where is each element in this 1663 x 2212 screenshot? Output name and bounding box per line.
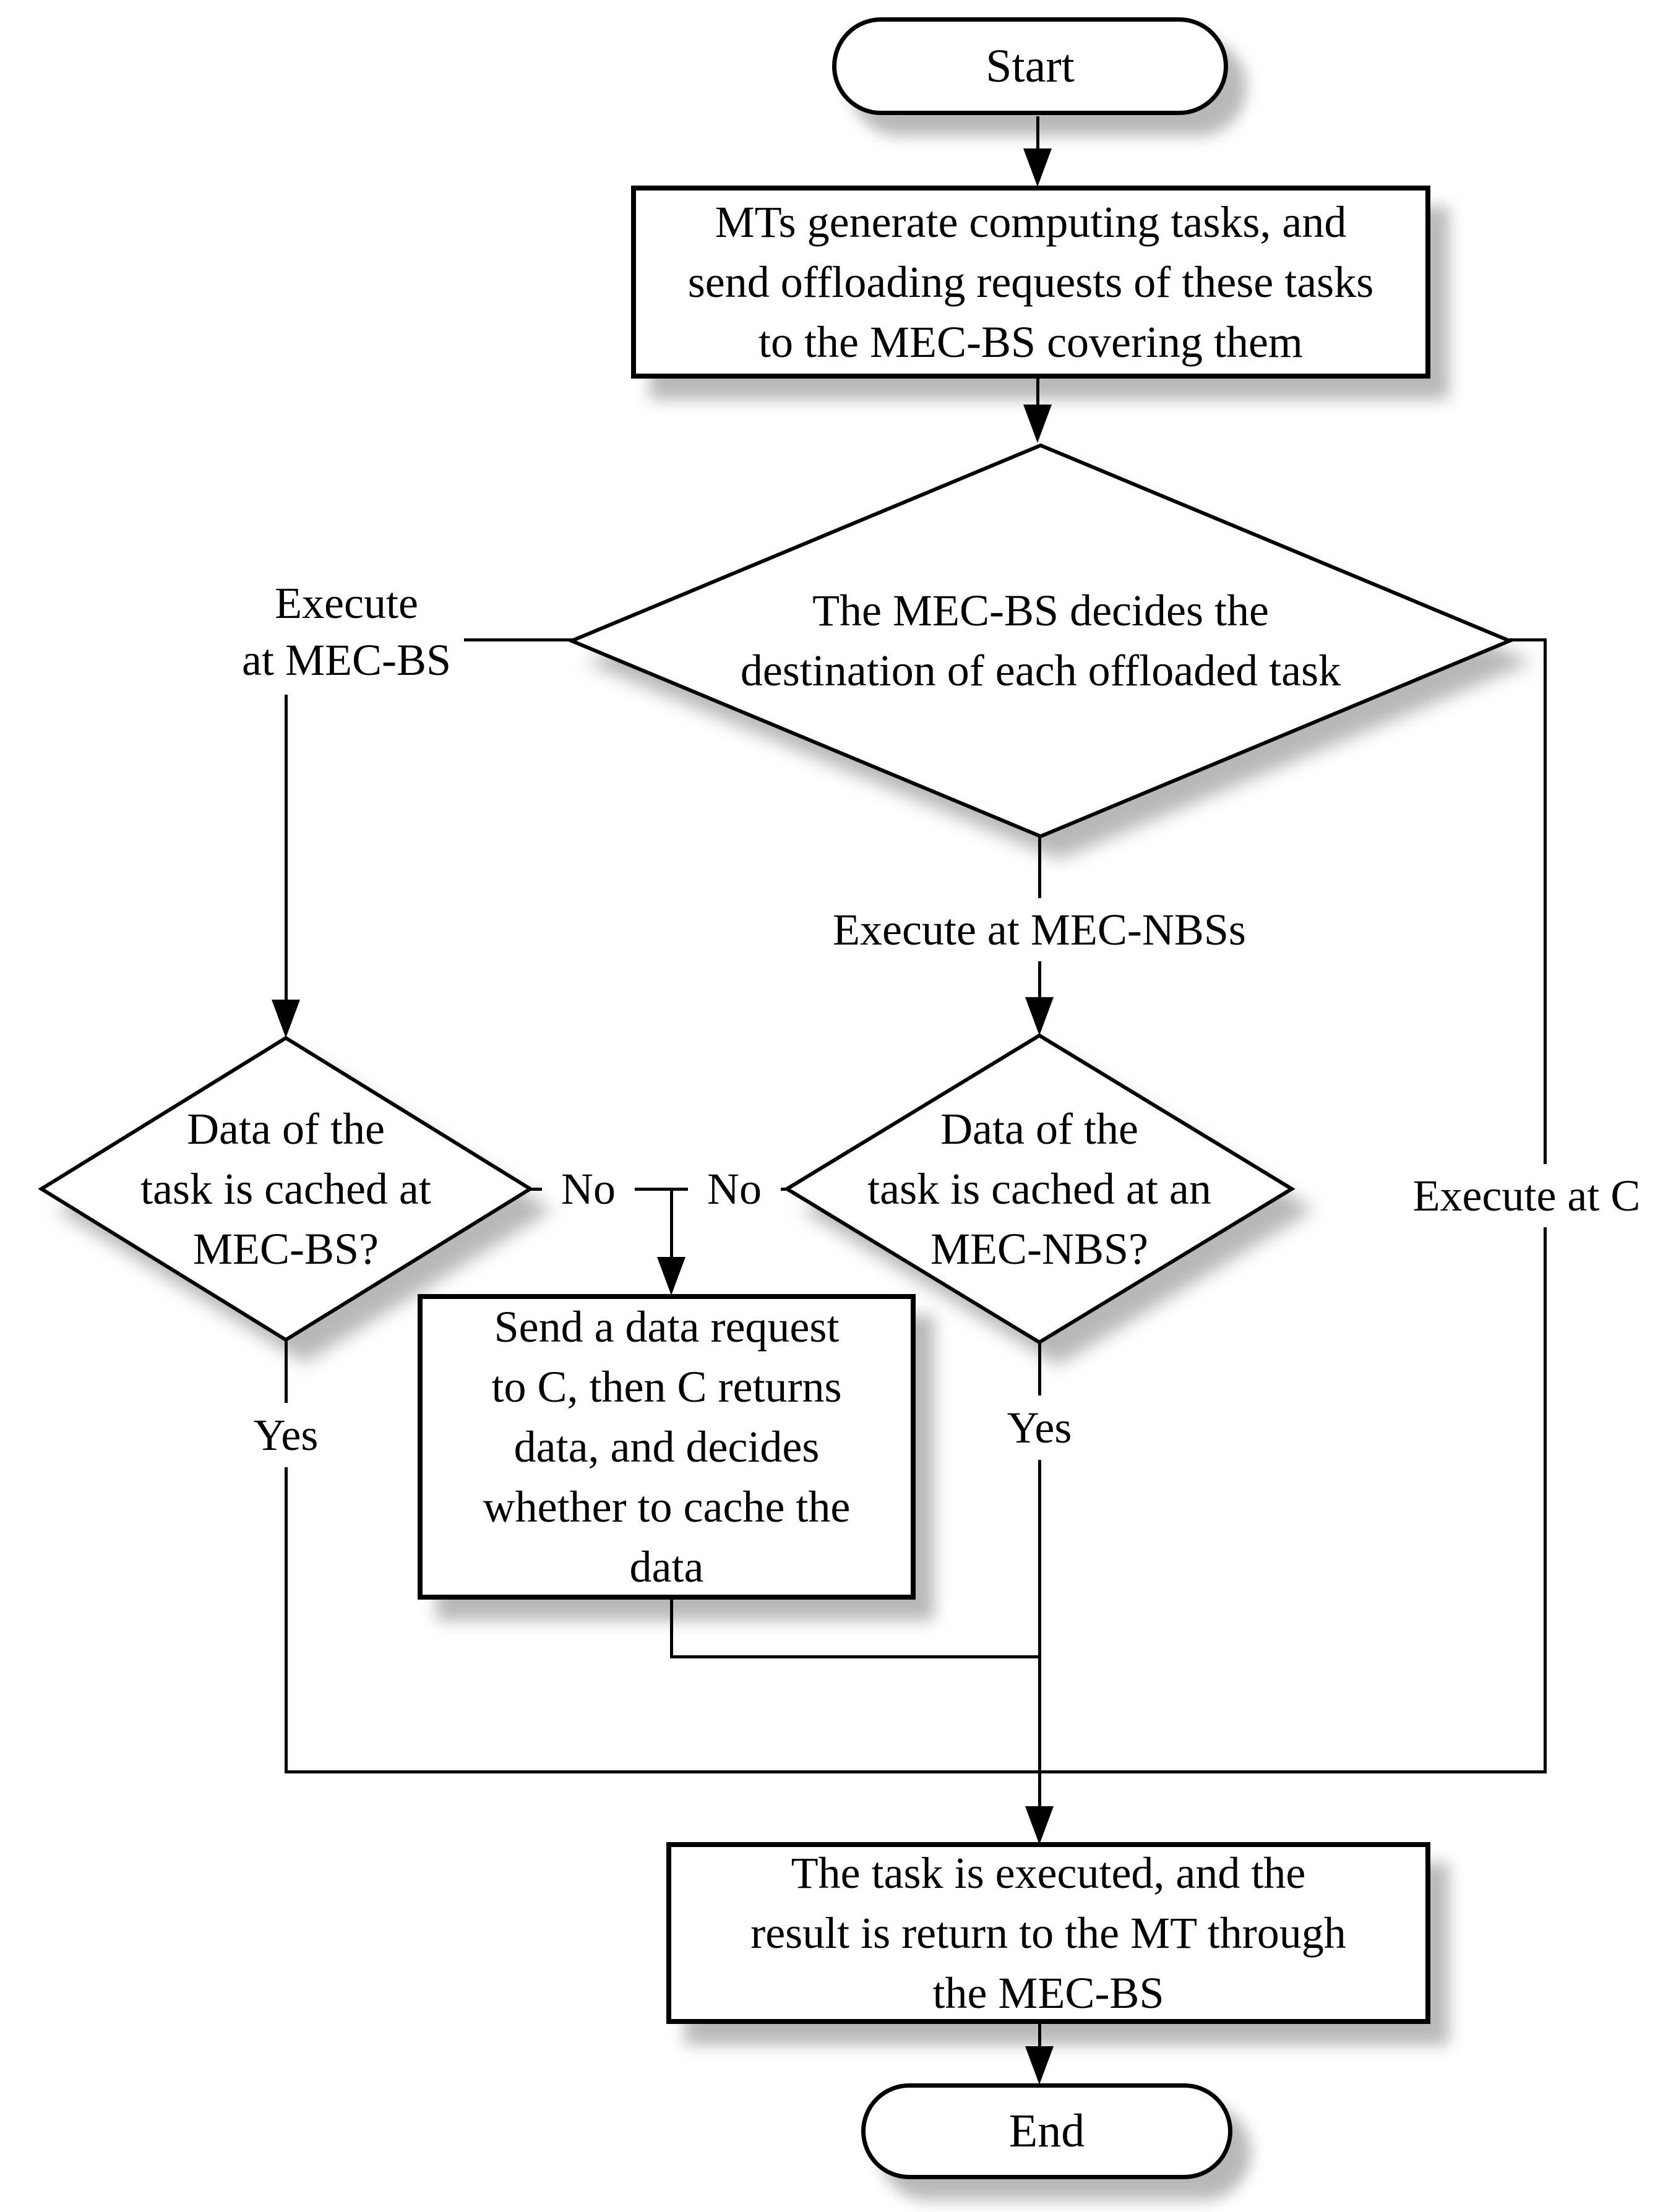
cached-at-mecbs-diamond-shape xyxy=(38,1035,534,1342)
edge-task-executed-to-end xyxy=(1038,2023,1041,2051)
edge-decision-left-vertical xyxy=(285,638,288,1003)
edge-label-execute-at-mec-nbss: Execute at MEC-NBSs xyxy=(820,898,1259,961)
arrowhead-into-cached-mecbs xyxy=(272,1000,300,1038)
arrowhead-into-generate xyxy=(1023,148,1052,187)
edge-request-box-elbow xyxy=(670,1655,1041,1658)
decision-destination-diamond: The MEC-BS decides the destination of ea… xyxy=(567,443,1515,839)
arrowhead-into-cached-mecnbs xyxy=(1025,997,1054,1035)
edge-yes-left-vertical xyxy=(285,1340,288,1773)
start-node: Start xyxy=(832,17,1228,115)
edge-convergence-horizontal xyxy=(285,1770,1547,1773)
task-executed-box: The task is executed, and the result is … xyxy=(666,1842,1430,2024)
edge-label-no-right: No xyxy=(688,1155,781,1222)
decision-destination-text: The MEC-BS decides the destination of ea… xyxy=(740,586,1341,695)
edge-label-no-left: No xyxy=(542,1155,635,1222)
edge-label-execute-at-mec-bs: Execute at MEC-BS xyxy=(229,568,464,695)
edge-decision-right-horizontal xyxy=(1508,638,1547,641)
arrowhead-into-send-request xyxy=(657,1257,685,1295)
edge-start-to-generate xyxy=(1036,116,1039,160)
cached-at-mecnbs-diamond-shape xyxy=(783,1033,1296,1345)
edge-request-box-down xyxy=(670,1598,673,1658)
end-node: End xyxy=(861,2083,1232,2179)
edge-generate-to-decision xyxy=(1036,379,1039,409)
edge-label-execute-at-c: Execute at C xyxy=(1392,1164,1661,1227)
cached-at-mecnbs-text: Data of the task is cached at an MEC-NBS… xyxy=(867,1104,1211,1274)
edge-label-yes-middle: Yes xyxy=(987,1395,1091,1460)
decision-destination-diamond-shape xyxy=(567,443,1515,839)
generate-tasks-box: MTs generate computing tasks, and send o… xyxy=(631,186,1430,379)
edge-no-junction-vertical xyxy=(670,1188,673,1261)
send-data-request-box: Send a data request to C, then C returns… xyxy=(418,1294,916,1600)
arrowhead-into-task-executed xyxy=(1025,1806,1054,1845)
edge-label-yes-left: Yes xyxy=(234,1403,338,1467)
arrowhead-into-decision xyxy=(1023,405,1052,443)
cached-at-mecbs-diamond: Data of the task is cached at MEC-BS? xyxy=(38,1035,534,1342)
arrowhead-into-end xyxy=(1025,2046,1054,2085)
edge-no-no-horizontal xyxy=(530,1188,787,1191)
edge-yes-middle-vertical xyxy=(1038,1342,1041,1810)
cached-at-mecnbs-diamond: Data of the task is cached at an MEC-NBS… xyxy=(783,1033,1296,1345)
cached-at-mecbs-text: Data of the task is cached at MEC-BS? xyxy=(140,1104,431,1274)
